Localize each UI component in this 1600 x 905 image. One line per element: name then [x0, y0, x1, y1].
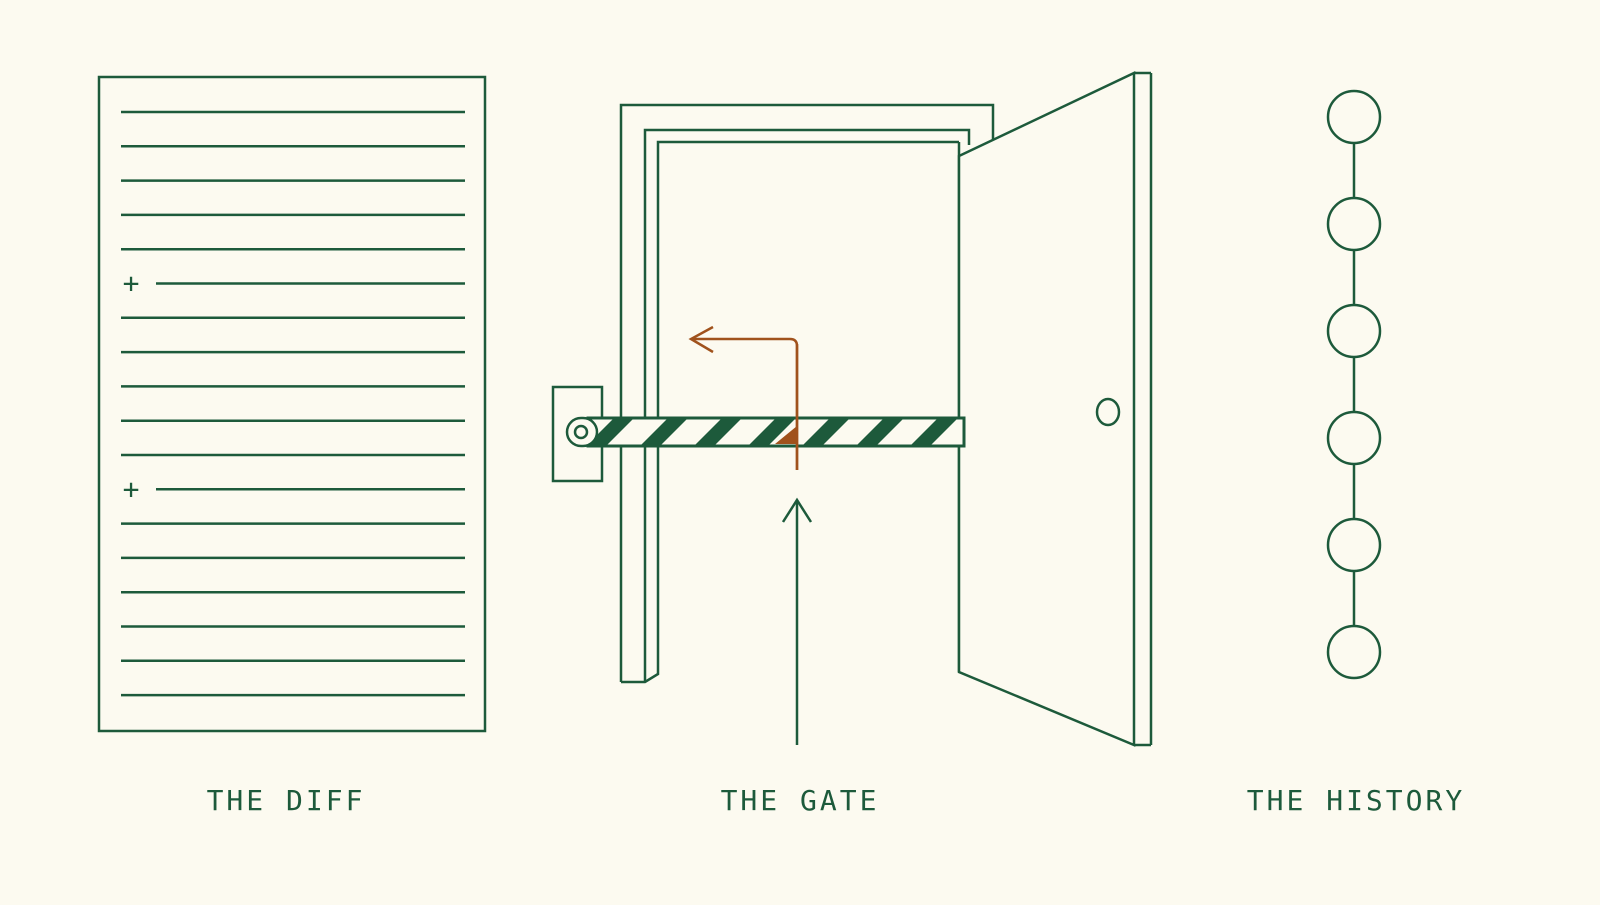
- document-frame: [97, 75, 487, 733]
- history-node: [1326, 410, 1382, 466]
- barrier-stripe: [694, 418, 742, 446]
- history-timeline: [1326, 89, 1382, 680]
- barrier-stripe: [588, 418, 634, 446]
- history-node: [1326, 196, 1382, 252]
- barrier-stripe: [640, 418, 688, 446]
- barrier-stripe: [748, 418, 796, 446]
- gate-illustration: [551, 71, 1153, 747]
- deflection-mark: [775, 426, 797, 444]
- up-arrow-icon: [781, 497, 813, 745]
- hinge-bolt: [573, 424, 589, 440]
- diff-document: ++: [97, 75, 487, 733]
- barrier-stripe: [856, 418, 904, 446]
- history-node: [1326, 624, 1382, 680]
- barrier-stripe: [910, 418, 958, 446]
- history-node: [1326, 89, 1382, 145]
- history-node: [1326, 303, 1382, 359]
- barrier-stripe: [802, 418, 850, 446]
- history-node: [1326, 517, 1382, 573]
- door-knob: [1095, 397, 1121, 427]
- door-icon: [957, 71, 1153, 747]
- added-line-marker: +: [123, 472, 140, 505]
- diff-lines: ++: [121, 110, 465, 697]
- history-nodes: [1326, 89, 1382, 680]
- barrier-arm-icon: [565, 416, 966, 448]
- added-line-marker: +: [123, 267, 140, 300]
- door-frame: [619, 103, 995, 684]
- barrier-hinge: [565, 416, 599, 448]
- gate-caption: THE GATE: [720, 784, 880, 817]
- redirect-arrow-icon: [688, 325, 799, 470]
- history-caption: THE HISTORY: [1246, 784, 1466, 817]
- diff-caption: THE DIFF: [206, 784, 366, 817]
